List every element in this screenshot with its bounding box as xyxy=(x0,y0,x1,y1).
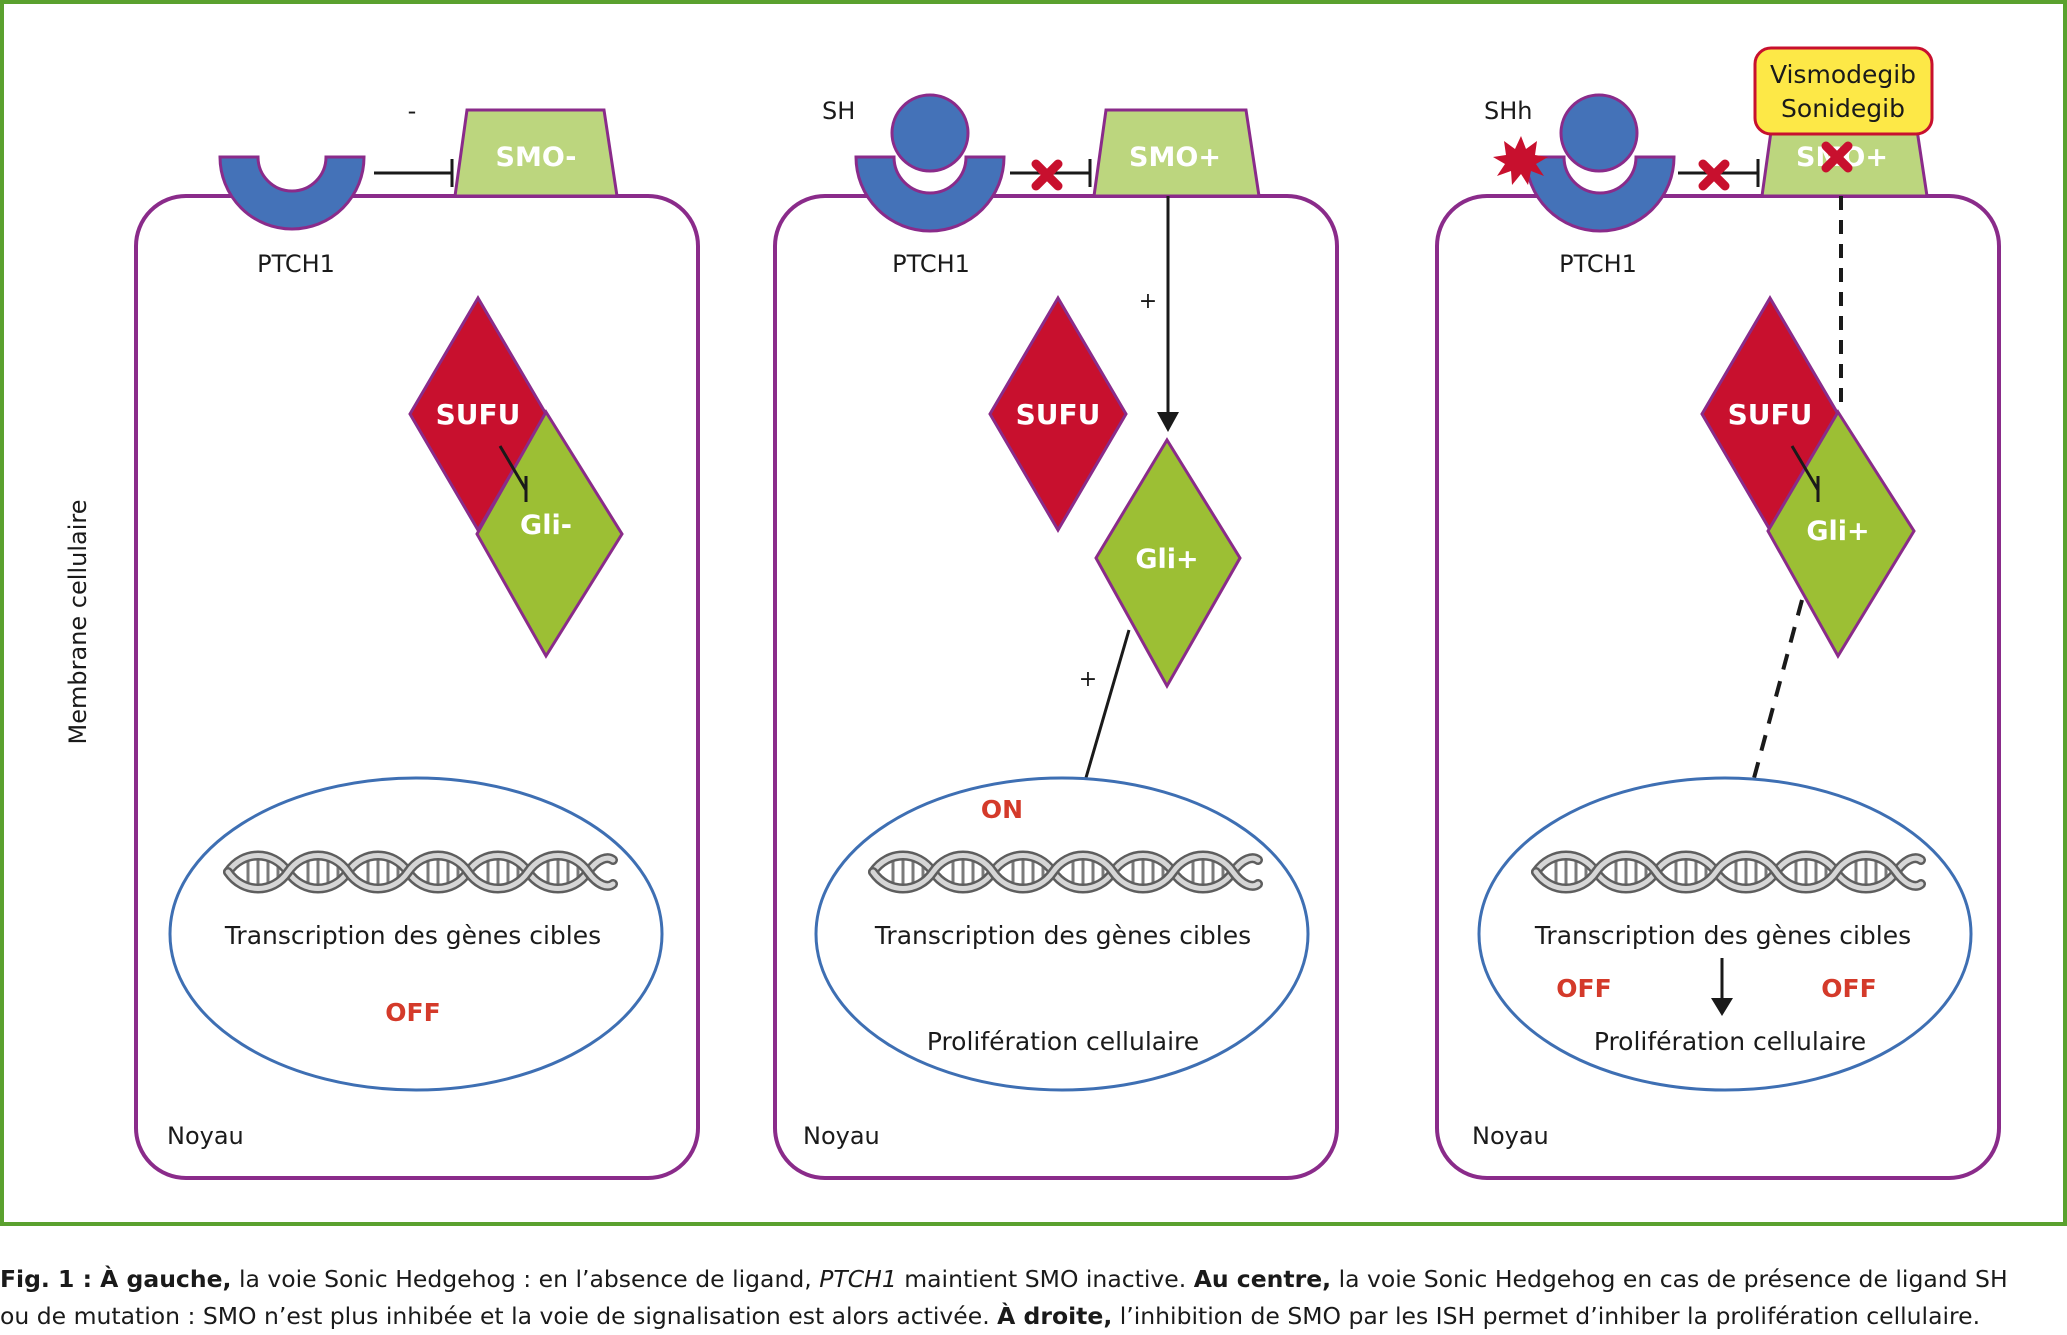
inhibition-sign: - xyxy=(408,97,417,125)
gli-label: Gli- xyxy=(520,510,572,541)
ptch1-receptor xyxy=(218,155,366,231)
mutation-star-icon xyxy=(1493,136,1548,185)
gli-label: Gli+ xyxy=(1135,544,1198,575)
ptch1-label: PTCH1 xyxy=(257,250,335,278)
ptch1-label: PTCH1 xyxy=(1559,250,1637,278)
status-label: OFF xyxy=(1556,974,1611,1003)
gli-diamond xyxy=(1766,409,1916,659)
caption-line-1: Fig. 1 : À gauche, la voie Sonic Hedgeho… xyxy=(0,1261,2067,1298)
proliferation-label: Prolifération cellulaire xyxy=(1594,1027,1866,1056)
gli-diamond xyxy=(1094,437,1242,690)
smo-label: SMO+ xyxy=(1129,142,1221,173)
proliferation-label: Prolifération cellulaire xyxy=(927,1027,1199,1056)
caption-bold: À droite, xyxy=(997,1302,1113,1330)
ptch1-label: PTCH1 xyxy=(892,250,970,278)
sufu-label: SUFU xyxy=(436,398,521,431)
smo-protein xyxy=(1092,108,1261,198)
figure-caption: Fig. 1 : À gauche, la voie Sonic Hedgeho… xyxy=(0,1261,2067,1335)
status-label: OFF xyxy=(385,998,440,1027)
panel-left: PTCH1 - SMO- SUFU Gli- Transcription des… xyxy=(134,97,700,1180)
ligand-label: SHh xyxy=(1484,97,1533,125)
caption-text: l’inhibition de SMO par les ISH permet d… xyxy=(1112,1302,1981,1330)
panel-center: SH PTCH1 SMO+ + SUFU Gli+ + ON Transcrip… xyxy=(773,93,1339,1180)
transcription-label: Transcription des gènes cibles xyxy=(874,921,1251,950)
blocked-x-icon xyxy=(1703,164,1725,186)
transcription-label: Transcription des gènes cibles xyxy=(224,921,601,950)
arrow-head xyxy=(1711,998,1733,1016)
sufu-gli-inhibition xyxy=(1790,445,1820,491)
nucleus-label: Noyau xyxy=(1472,1122,1549,1150)
caption-bold: Au centre, xyxy=(1193,1265,1332,1293)
shh-ligand xyxy=(1559,93,1639,173)
status-label: ON xyxy=(981,795,1023,824)
sufu-gli-inhibition xyxy=(498,445,528,491)
drug-name: Sonidegib xyxy=(1781,94,1905,123)
ligand-label: SH xyxy=(822,97,855,125)
caption-fig-label: Fig. 1 : xyxy=(0,1265,101,1293)
caption-text: maintient SMO inactive. xyxy=(896,1265,1194,1293)
sh-ligand xyxy=(890,93,970,173)
plus-sign: + xyxy=(1139,289,1157,314)
nucleus-label: Noyau xyxy=(803,1122,880,1150)
nucleus-label: Noyau xyxy=(167,1122,244,1150)
transcription-label: Transcription des gènes cibles xyxy=(1534,921,1911,950)
caption-text: la voie Sonic Hedgehog : en l’absence de… xyxy=(231,1265,820,1293)
sufu-label: SUFU xyxy=(1728,398,1813,431)
caption-line-2: ou de mutation : SMO n’est plus inhibée … xyxy=(0,1298,2067,1335)
sufu-label: SUFU xyxy=(1016,398,1101,431)
caption-bold: À gauche, xyxy=(100,1265,232,1293)
arrow-head xyxy=(1157,412,1179,432)
ptch1-receptor xyxy=(854,155,1006,233)
status-label: OFF xyxy=(1821,974,1876,1003)
panel-right: SHh PTCH1 SMO+ Vismodegib Sonidegib SUFU… xyxy=(1435,46,2001,1180)
caption-text: la voie Sonic Hedgehog en cas de présenc… xyxy=(1331,1265,2008,1293)
caption-gene: PTCH1 xyxy=(819,1265,897,1293)
membrane-label: Membrane cellulaire xyxy=(64,500,92,745)
blocked-x-icon xyxy=(1036,164,1058,186)
caption-text: ou de mutation : SMO n’est plus inhibée … xyxy=(0,1302,998,1330)
smo-protein xyxy=(453,108,619,198)
gli-diamond xyxy=(475,409,624,659)
ptch1-receptor xyxy=(1524,155,1676,233)
drug-box xyxy=(1753,46,1934,136)
gli-label: Gli+ xyxy=(1806,516,1869,547)
figure-frame xyxy=(0,0,2067,1226)
sufu-diamond xyxy=(988,295,1128,533)
drug-name: Vismodegib xyxy=(1770,60,1916,89)
smo-label: SMO- xyxy=(496,142,577,173)
plus-sign: + xyxy=(1079,667,1097,692)
